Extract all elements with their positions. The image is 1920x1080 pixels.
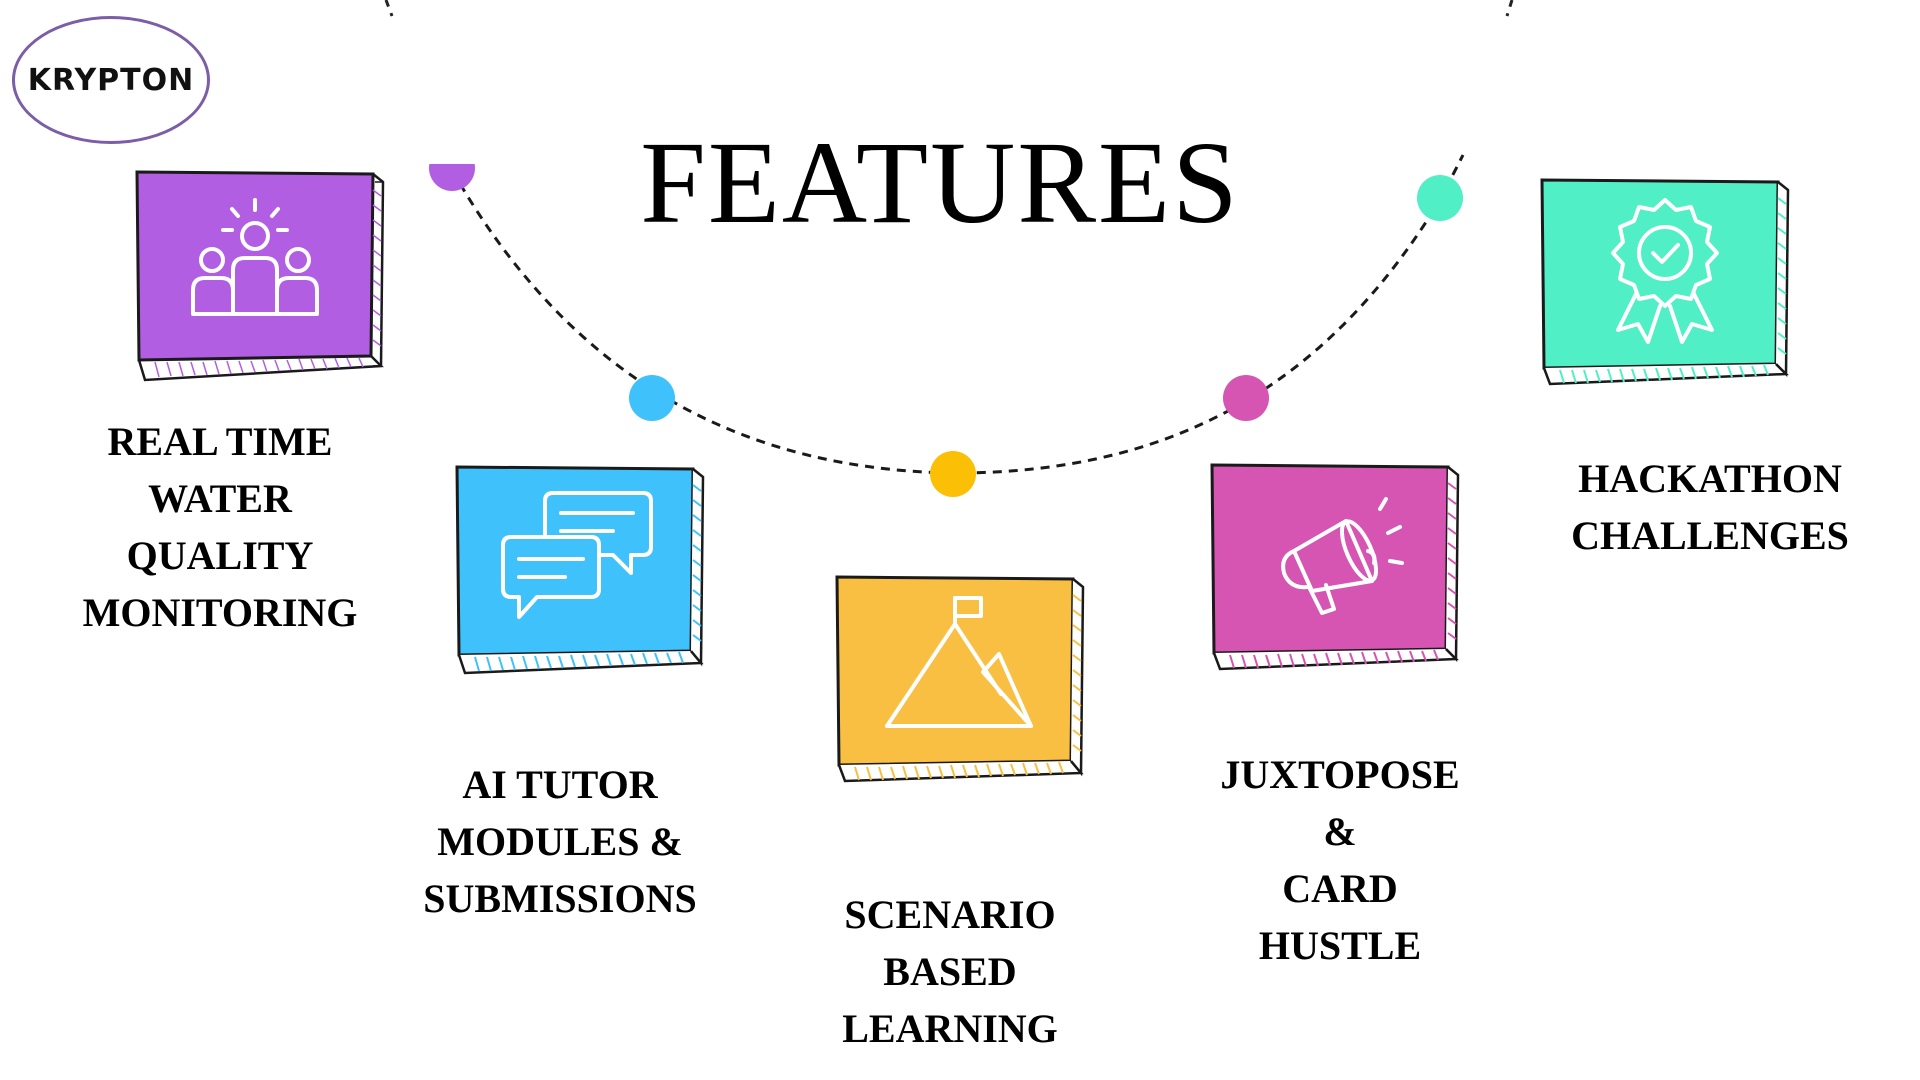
hatch-lines xyxy=(154,189,382,378)
chat-bubbles-icon xyxy=(501,491,653,619)
teal-dot xyxy=(1417,175,1463,221)
logo-text: KRYPTON xyxy=(27,62,195,98)
mountain-flag-icon xyxy=(885,596,1033,728)
feature-label-scenario: SCENARIO BASED LEARNING xyxy=(842,892,1058,1051)
magenta-dot xyxy=(1223,375,1269,421)
top-arc-right-stub xyxy=(1505,0,1514,17)
feature-card-water-quality xyxy=(135,170,385,382)
card-tile xyxy=(1210,463,1460,671)
card-tile xyxy=(1540,178,1790,386)
krypton-logo: KRYPTON xyxy=(12,16,210,144)
top-arc-left-stub xyxy=(384,0,394,17)
dashed-arc xyxy=(450,154,1465,475)
blue-dot xyxy=(629,375,675,421)
megaphone-icon xyxy=(1281,497,1404,615)
feature-label-ai-tutor: AI TUTOR MODULES & SUBMISSIONS xyxy=(423,762,697,921)
people-idea-icon xyxy=(191,198,319,316)
feature-label-hackathon: HACKATHON CHALLENGES xyxy=(1571,456,1849,558)
page-title: FEATURES xyxy=(640,117,1240,248)
award-badge-icon xyxy=(1611,198,1719,344)
feature-card-hackathon xyxy=(1540,178,1790,388)
feature-label-juxtopose: JUXTOPOSE & CARD HUSTLE xyxy=(1220,752,1460,968)
card-tile xyxy=(835,575,1085,783)
feature-card-ai-tutor xyxy=(455,465,705,675)
yellow-dot xyxy=(930,451,976,497)
feature-label-water-quality: REAL TIME WATER QUALITY MONITORING xyxy=(82,419,358,635)
feature-card-scenario xyxy=(835,575,1085,785)
feature-card-juxtopose xyxy=(1210,463,1460,673)
